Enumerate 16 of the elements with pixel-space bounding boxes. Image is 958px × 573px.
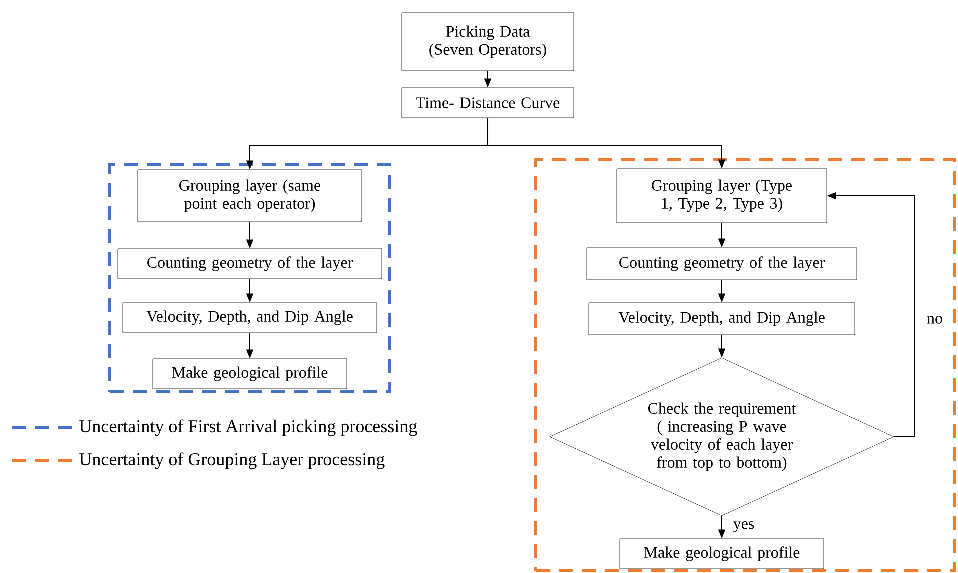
process-box: Grouping layer (Type 1, Type 2, Type 3)	[616, 168, 828, 224]
process-box: Grouping layer (same point each operator)	[138, 170, 362, 222]
dashed-group-border	[108, 164, 392, 394]
legend-label: Uncertainty of First Arrival picking processing	[80, 420, 418, 436]
process-box: Make geological profile	[620, 538, 824, 570]
dashed-group-border	[534, 158, 957, 572]
process-box: Make geological profile	[152, 358, 348, 390]
process-box: Time- Distance Curve	[402, 88, 574, 118]
edge-label: no	[926, 315, 944, 325]
process-box: Velocity, Depth, and Dip Angle	[122, 302, 378, 334]
process-box: Counting geometry of the layer	[586, 248, 858, 280]
edge-label: yes	[732, 520, 756, 534]
legend-label: Uncertainty of Grouping Layer processing	[80, 452, 385, 470]
process-box: Velocity, Depth, and Dip Angle	[588, 302, 856, 336]
process-box: Counting geometry of the layer	[118, 248, 382, 280]
process-box: Picking Data (Seven Operators)	[402, 12, 574, 72]
